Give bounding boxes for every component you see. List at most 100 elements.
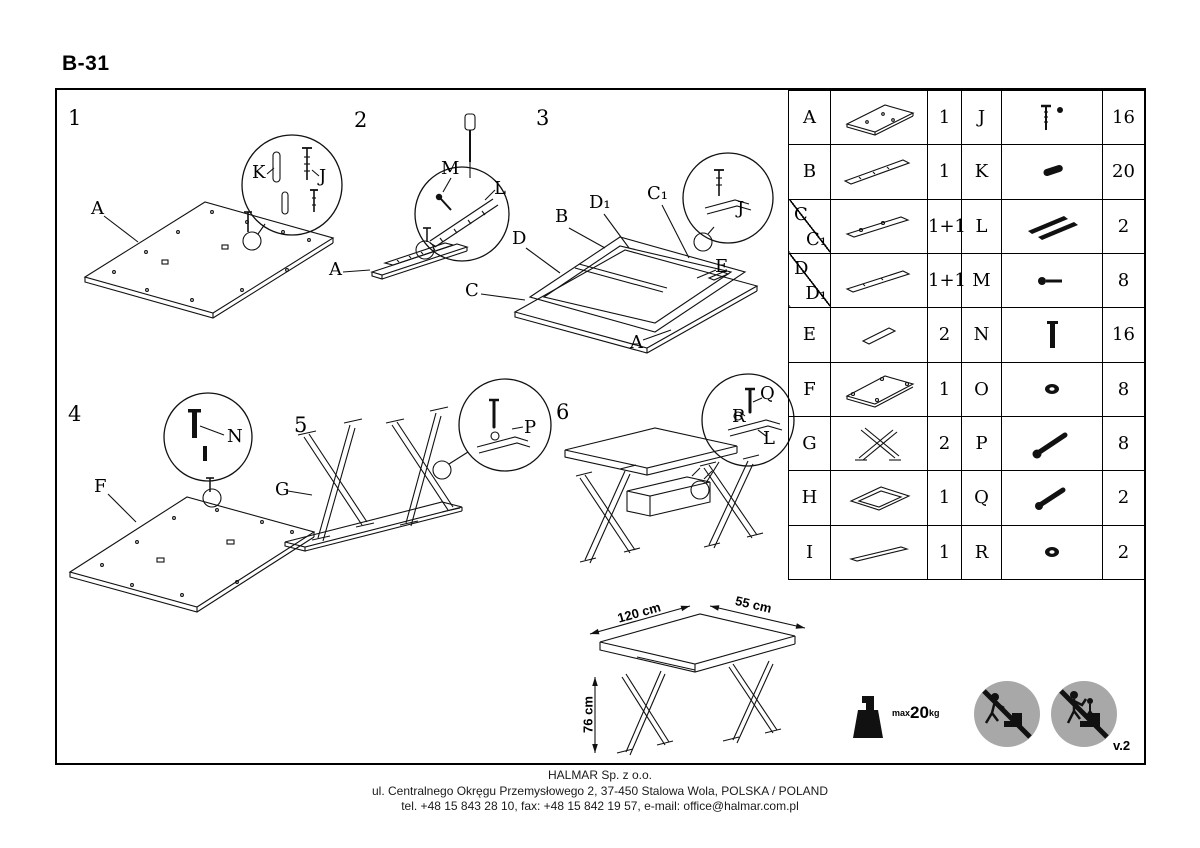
part-qty: 1 xyxy=(927,89,962,146)
table-row-i: I 1 R 2 xyxy=(788,524,1145,581)
step-number: 6 xyxy=(556,400,570,424)
step-number: 1 xyxy=(68,106,82,130)
hardware-icon-cell xyxy=(1001,524,1103,581)
company-contact: tel. +48 15 843 28 10, fax: +48 15 842 1… xyxy=(401,799,799,813)
hardware-icon-cell xyxy=(1001,89,1103,146)
do-not-let-children-climb-icon xyxy=(1051,681,1117,747)
bottom-panel-icon xyxy=(845,375,915,408)
step-5-drawing xyxy=(284,378,552,552)
short-rail-icon xyxy=(861,327,897,345)
part-label-c1: C₁ xyxy=(647,183,668,204)
hardware-icon-cell xyxy=(1001,415,1103,472)
hardware-label-m: M xyxy=(441,158,460,179)
max-load-badge: max 20 kg xyxy=(850,692,990,742)
part-icon-cell xyxy=(830,307,928,363)
bolt-icon xyxy=(1035,487,1066,510)
do-not-climb-icon xyxy=(974,681,1040,747)
hardware-label-j: J xyxy=(737,198,745,219)
part-qty: 1 xyxy=(927,470,962,526)
hardware-letter: J xyxy=(961,89,1002,146)
part-qty: 1+1 xyxy=(927,252,966,309)
hardware-icon-cell xyxy=(1001,252,1103,309)
step-3-drawing xyxy=(480,152,774,354)
table-row-e: E 2 N 16 xyxy=(788,307,1145,363)
part-label-c: C xyxy=(465,280,479,301)
part-label-a: A xyxy=(329,259,342,280)
hardware-letter: L xyxy=(961,198,1002,254)
front-strip-icon xyxy=(849,546,909,562)
hardware-qty: 8 xyxy=(1102,415,1145,472)
part-label-a: A xyxy=(630,332,643,353)
hardware-letter: Q xyxy=(961,470,1002,526)
step-1: 1 A K J xyxy=(62,100,377,345)
hardware-label-l: L xyxy=(494,178,506,199)
part-icon-cell xyxy=(830,198,928,254)
part-label-e: E xyxy=(715,256,729,277)
part-label-b: B xyxy=(555,206,569,227)
part-qty: 1 xyxy=(927,524,962,581)
part-icon-cell xyxy=(830,361,928,417)
parts-table: A 1 J xyxy=(788,89,1145,581)
step-2: 2 M L A xyxy=(327,100,577,370)
part-letter-sub: D₁ xyxy=(805,283,827,305)
step-3: 3 B D₁ C₁ J D C E A xyxy=(457,100,802,400)
washer-icon xyxy=(1045,547,1059,558)
part-icon-cell xyxy=(830,470,928,526)
wooden-dowel-icon xyxy=(1043,164,1063,176)
dimensioned-desk-drawing xyxy=(589,605,806,756)
round-head-screw-icon xyxy=(1038,276,1062,285)
side-rail-icon xyxy=(845,270,911,293)
table-row-a: A 1 J xyxy=(788,89,1145,146)
hardware-label-p: P xyxy=(524,417,537,438)
weight-icon xyxy=(853,696,883,738)
step-4-drawing xyxy=(68,392,316,613)
company-address: ul. Centralnego Okręgu Przemysłowego 2, … xyxy=(371,783,828,798)
hardware-label-k: K xyxy=(252,162,266,183)
part-letter: A xyxy=(788,89,831,146)
hardware-icon-cell xyxy=(1001,470,1103,526)
hardware-label-n: N xyxy=(227,426,243,447)
part-letter: G xyxy=(788,415,831,472)
hardware-letter: O xyxy=(961,361,1002,417)
part-letter: I xyxy=(788,524,831,581)
part-letter: B xyxy=(788,144,831,200)
drawer-slides-icon xyxy=(1028,216,1078,241)
company-name: HALMAR Sp. z o.o. xyxy=(547,768,653,782)
part-label-f: F xyxy=(94,476,107,497)
step-2-drawing xyxy=(342,113,510,280)
diagram-frame: 1 A K J xyxy=(55,88,1146,765)
hardware-icon-cell xyxy=(1001,144,1103,200)
pin-icon xyxy=(1047,320,1058,348)
page-title: B-31 xyxy=(62,52,110,75)
hardware-qty: 20 xyxy=(1102,144,1145,200)
safety-pictograms xyxy=(962,675,1152,755)
version-label: v.2 xyxy=(1113,738,1131,753)
side-rail-icon xyxy=(845,216,910,238)
step-number: 3 xyxy=(536,106,550,130)
hardware-letter: K xyxy=(961,144,1002,200)
step-6: 6 Q R L xyxy=(552,372,857,662)
max-load-value: 20 xyxy=(910,703,929,722)
hardware-qty: 16 xyxy=(1102,89,1145,146)
safety-pictograms-drawing xyxy=(974,681,1117,747)
table-row-g: G 2 P xyxy=(788,415,1145,472)
height-dimension: 76 cm xyxy=(580,696,596,733)
drawer-frame-icon xyxy=(849,486,911,511)
part-letter-split: D D₁ xyxy=(788,252,831,309)
part-letter: E xyxy=(788,307,831,363)
hardware-icon-cell xyxy=(1001,198,1103,254)
hardware-letter: P xyxy=(961,415,1002,472)
desktop-panel-icon xyxy=(845,104,915,136)
max-load-text: max 20 kg xyxy=(892,704,939,721)
hardware-icon-cell xyxy=(1001,361,1103,417)
long-rail-icon xyxy=(843,159,911,185)
part-letter: C xyxy=(794,203,808,225)
part-letter: H xyxy=(788,470,831,526)
part-label-d1: D₁ xyxy=(589,192,611,213)
hardware-label-q: Q xyxy=(760,383,775,404)
hardware-qty: 8 xyxy=(1102,361,1145,417)
part-icon-cell xyxy=(830,144,928,200)
x-leg-frame-icon xyxy=(855,427,901,461)
max-load-unit: kg xyxy=(928,708,940,718)
step-4: 4 F N xyxy=(62,390,332,620)
